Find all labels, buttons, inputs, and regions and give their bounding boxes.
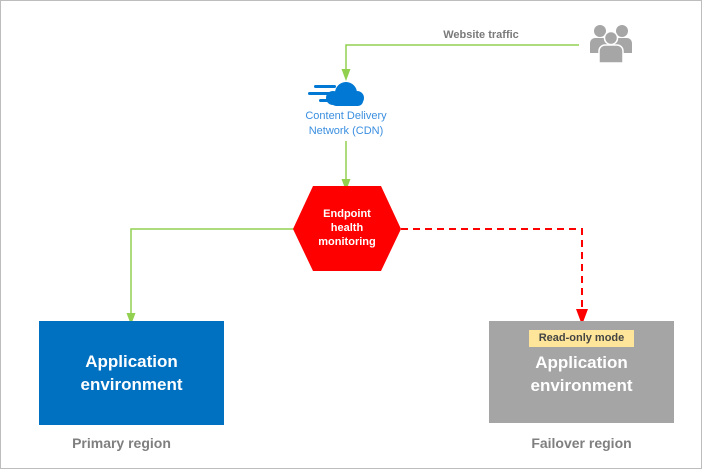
failover-line1: Application xyxy=(535,353,628,372)
monitor-line2: health xyxy=(330,222,364,234)
cdn-label: Content Delivery Network (CDN) xyxy=(271,109,421,139)
failover-route-arrow xyxy=(401,228,588,325)
primary-line2: environment xyxy=(80,375,183,394)
monitor-hexagon xyxy=(293,186,401,271)
failover-line2: environment xyxy=(530,376,633,395)
monitor-line1: Endpoint xyxy=(323,208,371,220)
users-icon xyxy=(590,25,632,64)
traffic-arrow xyxy=(341,44,579,81)
monitor-line3: monitoring xyxy=(318,236,376,248)
cdn-cloud-icon xyxy=(308,82,364,106)
monitor-label: Endpoint health monitoring xyxy=(293,207,401,249)
primary-app-environment: Application environment xyxy=(39,321,224,425)
primary-line1: Application xyxy=(85,352,178,371)
read-only-badge: Read-only mode xyxy=(528,330,635,347)
cdn-label-line1: Content Delivery xyxy=(305,110,387,122)
primary-route-arrow xyxy=(126,228,294,325)
cdn-label-line2: Network (CDN) xyxy=(308,125,384,137)
failover-region-label: Failover region xyxy=(531,435,632,451)
traffic-label: Website traffic xyxy=(443,29,519,41)
failover-app-environment: Read-only mode Application environment xyxy=(489,321,674,423)
primary-region-label: Primary region xyxy=(72,435,171,451)
